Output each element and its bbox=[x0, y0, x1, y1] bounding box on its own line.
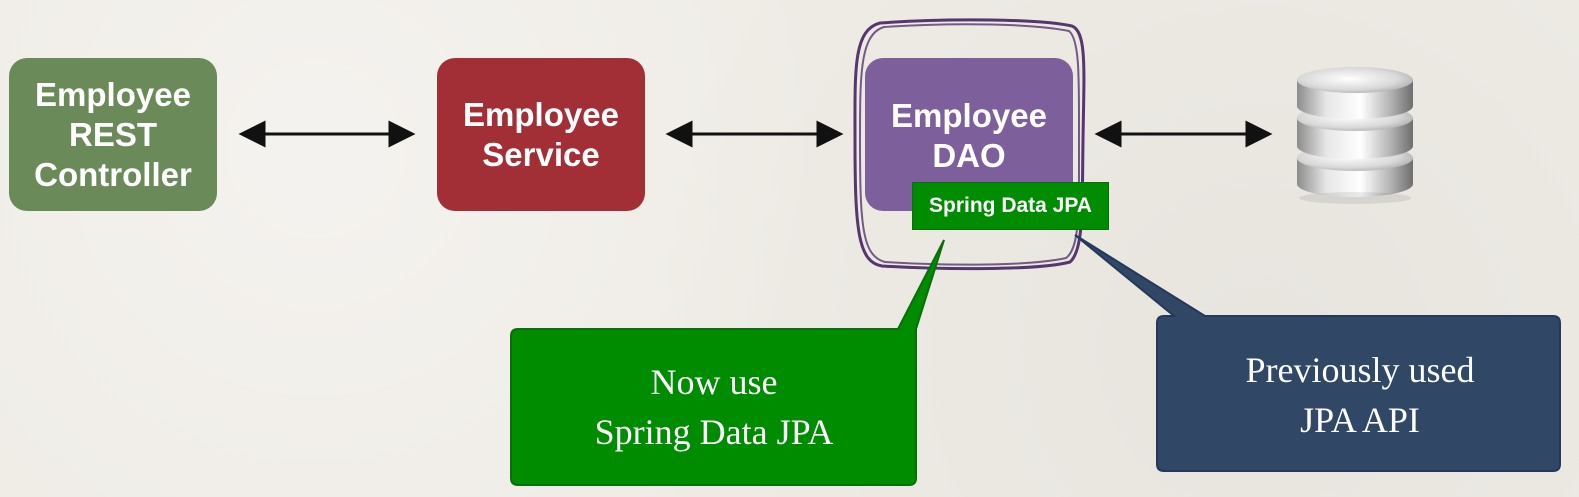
callout-previously-line-1: Previously used bbox=[1245, 349, 1475, 390]
service-label-line-1: Employee bbox=[463, 95, 619, 133]
callout-previously-text: Previously used JPA API bbox=[1158, 318, 1562, 471]
callout-now-text: Now use Spring Data JPA bbox=[512, 330, 916, 484]
dao-label-line-2: DAO bbox=[932, 137, 1006, 174]
employee-service-node: Employee Service bbox=[437, 58, 645, 211]
controller-label-line-1: Employee bbox=[35, 75, 191, 113]
dao-label-line-1: Employee bbox=[891, 97, 1047, 134]
spring-data-jpa-tag: Spring Data JPA bbox=[912, 182, 1109, 230]
controller-label-line-3: Controller bbox=[34, 155, 192, 193]
callout-previously-line-2: JPA API bbox=[1300, 399, 1420, 440]
callout-now-line-2: Spring Data JPA bbox=[594, 412, 834, 452]
callout-now-line-1: Now use bbox=[650, 362, 778, 402]
controller-label-line-2: REST bbox=[68, 115, 157, 153]
database-icon bbox=[1297, 67, 1413, 204]
employee-rest-controller-node: Employee REST Controller bbox=[9, 58, 217, 211]
service-label-line-2: Service bbox=[482, 135, 600, 173]
